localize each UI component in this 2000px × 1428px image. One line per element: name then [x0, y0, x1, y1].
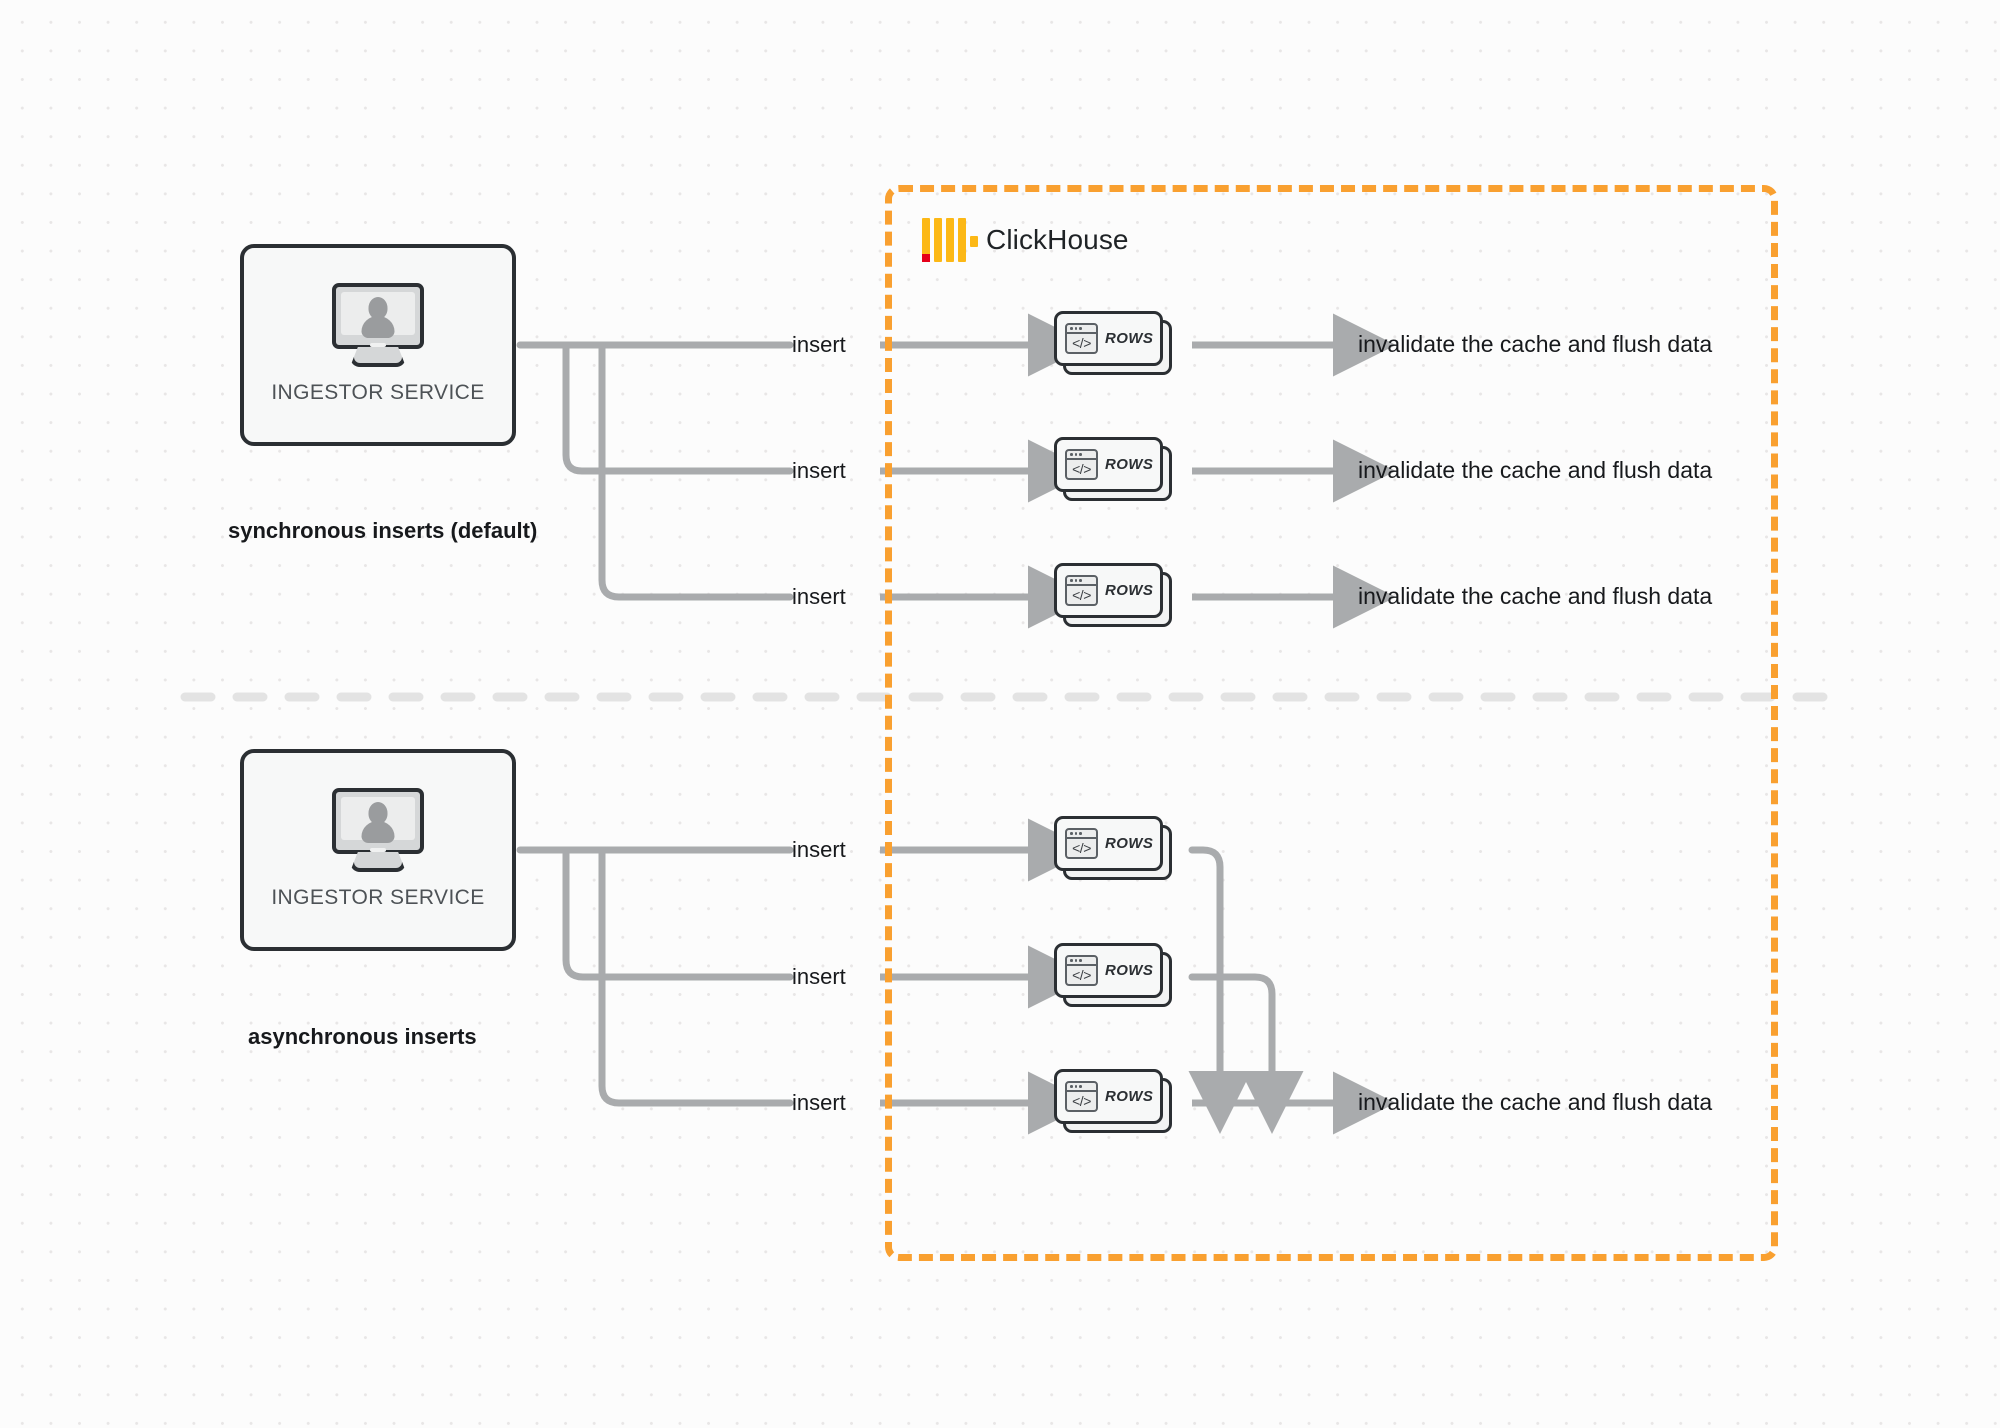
- async-branch-row2: [562, 846, 794, 981]
- async-insert-label-3: insert: [792, 1090, 846, 1115]
- sync-result-label-3: invalidate the cache and flush data: [1358, 583, 1713, 609]
- rows-card-label: ROWS: [1105, 835, 1154, 852]
- clickhouse-boundary: [885, 185, 1778, 1261]
- code-window-icon: </>: [1065, 828, 1098, 859]
- sync-ingestor-service-label: INGESTOR SERVICE: [271, 381, 485, 404]
- code-window-icon: </>: [1065, 323, 1098, 354]
- code-window-icon: </>: [1065, 1081, 1098, 1112]
- async-merged-result-label: invalidate the cache and flush data: [1358, 1089, 1713, 1115]
- code-window-icon: </>: [1065, 955, 1098, 986]
- monitor-user-icon: [332, 283, 424, 367]
- sync-result-label-2: invalidate the cache and flush data: [1358, 457, 1713, 483]
- async-section-caption: asynchronous inserts: [248, 1024, 477, 1049]
- sync-rows-card-2[interactable]: </> ROWS: [1054, 437, 1172, 501]
- rows-card-label: ROWS: [1105, 330, 1154, 347]
- async-ingestor-service-label: INGESTOR SERVICE: [271, 886, 485, 909]
- monitor-user-icon: [332, 788, 424, 872]
- sync-rows-card-1[interactable]: </> ROWS: [1054, 311, 1172, 375]
- clickhouse-logo: [922, 218, 978, 262]
- sync-ingestor-service[interactable]: INGESTOR SERVICE: [240, 244, 516, 446]
- async-rows-card-1[interactable]: </> ROWS: [1054, 816, 1172, 880]
- sync-insert-label-3: insert: [792, 584, 846, 609]
- code-window-icon: </>: [1065, 449, 1098, 480]
- async-rows-card-3[interactable]: </> ROWS: [1054, 1069, 1172, 1133]
- sync-branch-row2: [562, 341, 794, 475]
- rows-card-label: ROWS: [1105, 582, 1154, 599]
- rows-card-label: ROWS: [1105, 456, 1154, 473]
- clickhouse-header: ClickHouse: [922, 218, 1129, 262]
- sync-insert-label-2: insert: [792, 458, 846, 483]
- clickhouse-label: ClickHouse: [986, 224, 1129, 255]
- async-branch-row3: [598, 846, 794, 1107]
- sync-result-label-1: invalidate the cache and flush data: [1358, 331, 1713, 357]
- async-insert-label-1: insert: [792, 837, 846, 862]
- rows-card-label: ROWS: [1105, 962, 1154, 979]
- rows-card-label: ROWS: [1105, 1088, 1154, 1105]
- async-insert-label-2: insert: [792, 964, 846, 989]
- sync-branch-row3: [598, 341, 794, 601]
- code-window-icon: </>: [1065, 575, 1098, 606]
- sync-rows-card-3[interactable]: </> ROWS: [1054, 563, 1172, 627]
- sync-insert-label-1: insert: [792, 332, 846, 357]
- sync-section-caption: synchronous inserts (default): [228, 518, 538, 543]
- async-rows-card-2[interactable]: </> ROWS: [1054, 943, 1172, 1007]
- async-ingestor-service[interactable]: INGESTOR SERVICE: [240, 749, 516, 951]
